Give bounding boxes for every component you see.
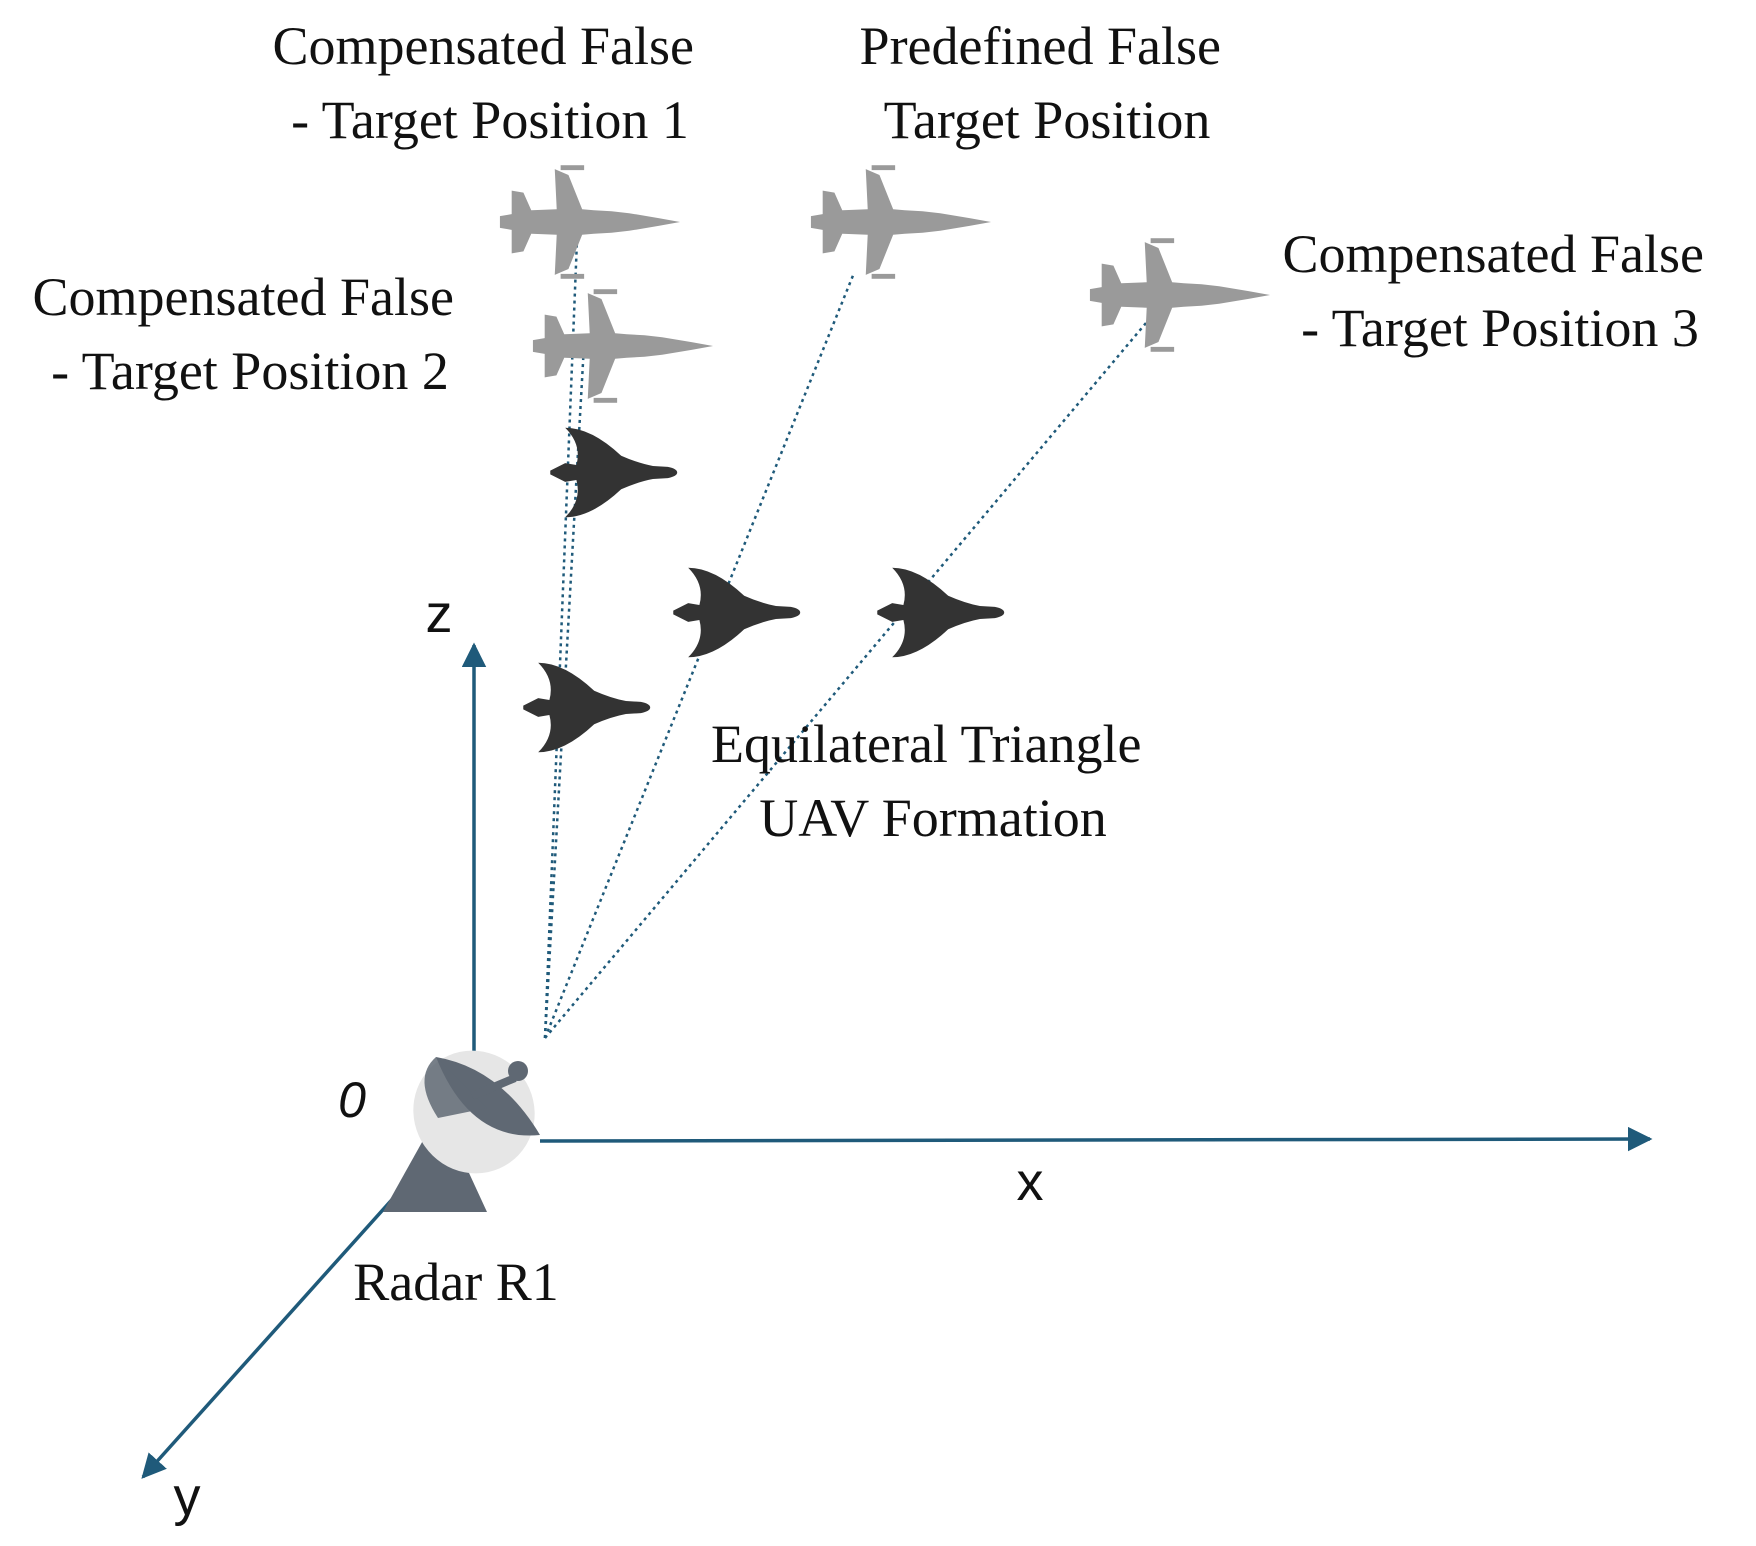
sight-line xyxy=(543,272,856,1039)
label-formation: Equilateral Triangle UAV Formation xyxy=(711,714,1155,848)
y-axis-label: y xyxy=(174,1467,201,1527)
x-axis xyxy=(539,1126,1653,1152)
sight-line xyxy=(543,239,579,1039)
stealth-uav-icon xyxy=(673,567,801,658)
stealth-uav-icon xyxy=(877,567,1005,658)
label-compensated-3: Compensated False - Target Position 3 xyxy=(1283,224,1718,358)
fighter-jet-icon xyxy=(810,165,992,279)
fighter-jet-icon xyxy=(1089,238,1271,352)
label-compensated-2: Compensated False - Target Position 2 xyxy=(33,267,468,401)
stealth-uav-icon xyxy=(523,662,651,753)
fighter-jet-icon xyxy=(499,165,681,279)
label-predefined: Predefined False Target Position xyxy=(860,16,1235,150)
z-axis-label: z xyxy=(426,584,453,644)
fighter-jet-icon xyxy=(532,289,714,403)
label-radar: Radar R1 xyxy=(353,1252,558,1312)
x-axis-label: x xyxy=(1017,1152,1044,1212)
origin-label: 0 xyxy=(338,1072,366,1128)
radar-dish-icon xyxy=(383,1050,540,1212)
y-axis xyxy=(141,1153,434,1479)
sight-line xyxy=(544,297,1168,1039)
sight-lines xyxy=(543,239,1168,1039)
label-compensated-1: Compensated False - Target Position 1 xyxy=(273,16,708,150)
